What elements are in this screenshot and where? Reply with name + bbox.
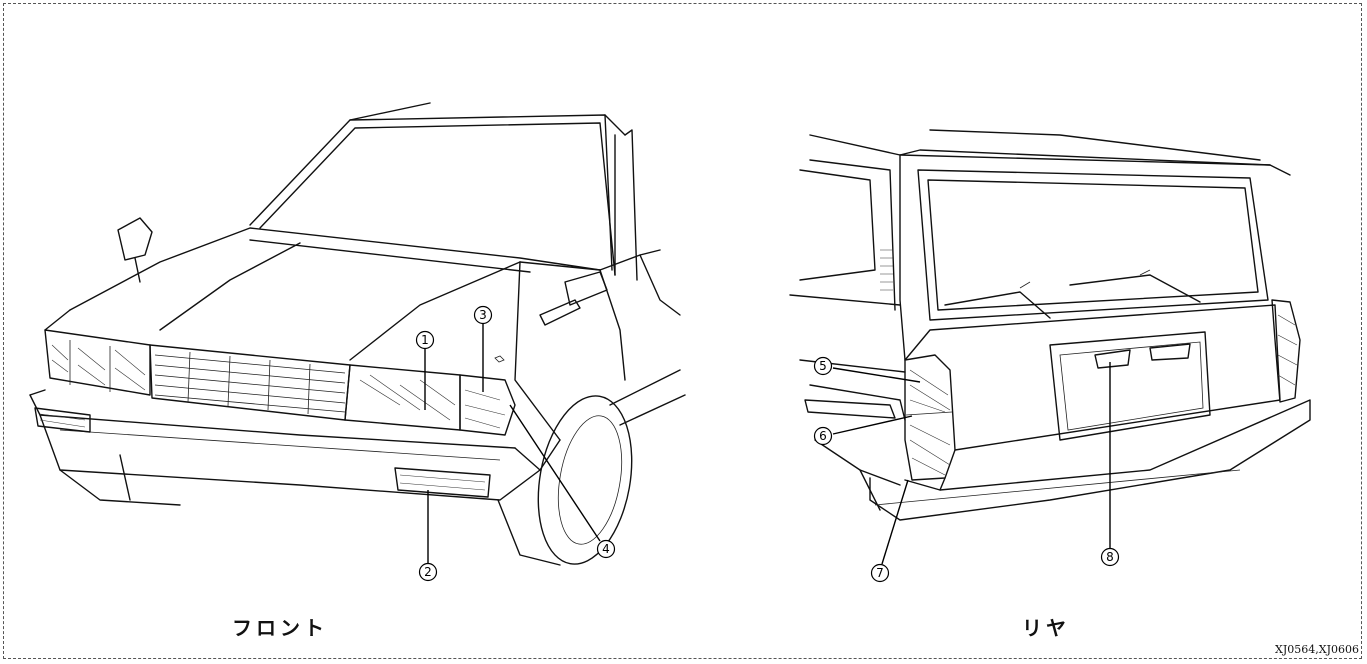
callout-1: 1 [415,330,435,350]
callout-7-label: 7 [876,566,884,580]
callout-1-label: 1 [421,333,429,347]
figure-code: XJ0564,XJ0606 [1275,643,1359,656]
callout-4-label: 4 [602,542,610,556]
callout-3-label: 3 [479,308,487,322]
callout-2-label: 2 [424,565,432,579]
callout-4: 4 [596,539,616,559]
callout-2: 2 [418,562,438,582]
callout-7: 7 [870,563,890,583]
callout-6-label: 6 [819,429,827,443]
callout-5: 5 [813,356,833,376]
front-car-drawing [29,102,686,566]
callout-6: 6 [813,426,833,446]
figure-frame [3,3,1362,659]
callout-3: 3 [473,305,493,325]
callouts: 1 2 3 4 5 6 [415,305,1120,583]
rear-car-drawing [789,129,1311,521]
callout-5-label: 5 [819,359,827,373]
front-caption: フロント [232,616,328,640]
callout-8: 8 [1100,547,1120,567]
rear-caption: リヤ [1022,616,1070,640]
callout-8-label: 8 [1106,550,1114,564]
